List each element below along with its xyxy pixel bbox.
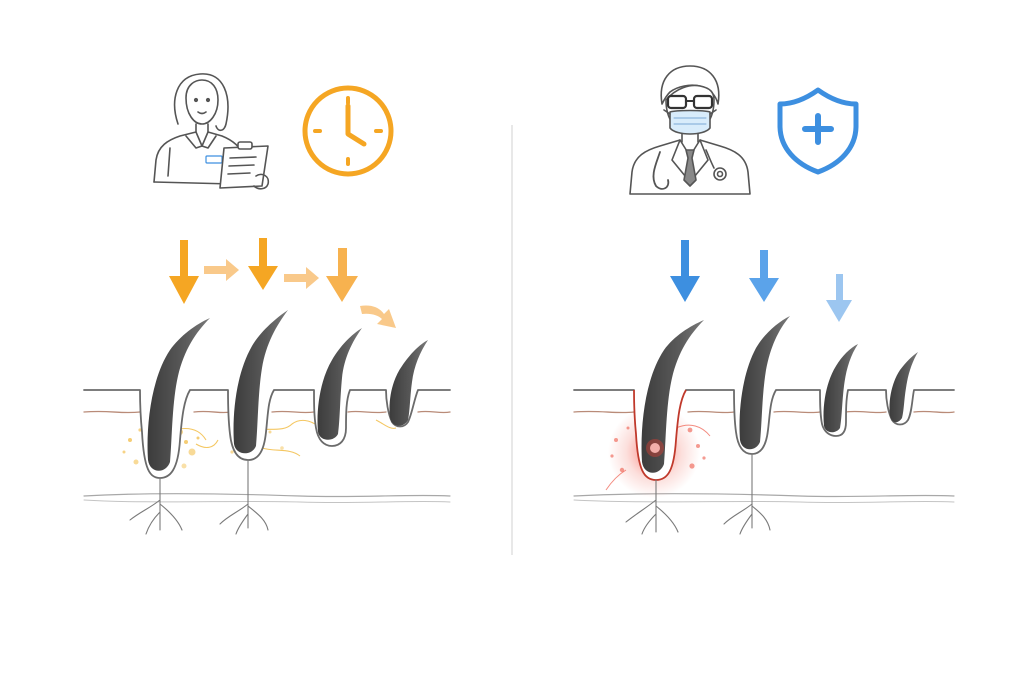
down-arrow <box>326 248 358 302</box>
nurse-icon <box>153 73 270 190</box>
hair-roots <box>129 459 269 535</box>
hair-strand <box>389 340 428 426</box>
hair-strand <box>641 320 704 473</box>
down-arrow <box>670 240 700 302</box>
right-panel <box>573 65 955 535</box>
doctor-icon <box>629 65 751 195</box>
down-arrow <box>749 250 779 302</box>
hair-strand <box>233 310 288 454</box>
hair-strand <box>823 344 858 433</box>
hair-strand <box>147 318 210 471</box>
laser-focus-point <box>650 443 660 453</box>
right-hairs <box>625 316 918 535</box>
hair-strand <box>317 328 362 440</box>
left-skin-cross-section <box>83 389 451 504</box>
clock-icon <box>302 85 394 177</box>
left-arrow-sequence <box>169 238 396 328</box>
damage-cracks <box>173 419 397 457</box>
down-arrow <box>169 240 199 304</box>
medical-shield-icon <box>777 87 859 175</box>
right-arrow <box>204 259 239 281</box>
diagonal-arrow <box>360 305 396 328</box>
hair-strand <box>739 316 790 450</box>
left-hairs <box>129 310 428 535</box>
right-arrow <box>284 267 319 289</box>
right-arrow-sequence <box>670 240 852 322</box>
down-arrow <box>248 238 278 290</box>
left-panel <box>83 73 451 535</box>
hair-roots <box>625 453 771 535</box>
down-arrow <box>826 274 852 322</box>
hair-strand <box>889 352 918 423</box>
